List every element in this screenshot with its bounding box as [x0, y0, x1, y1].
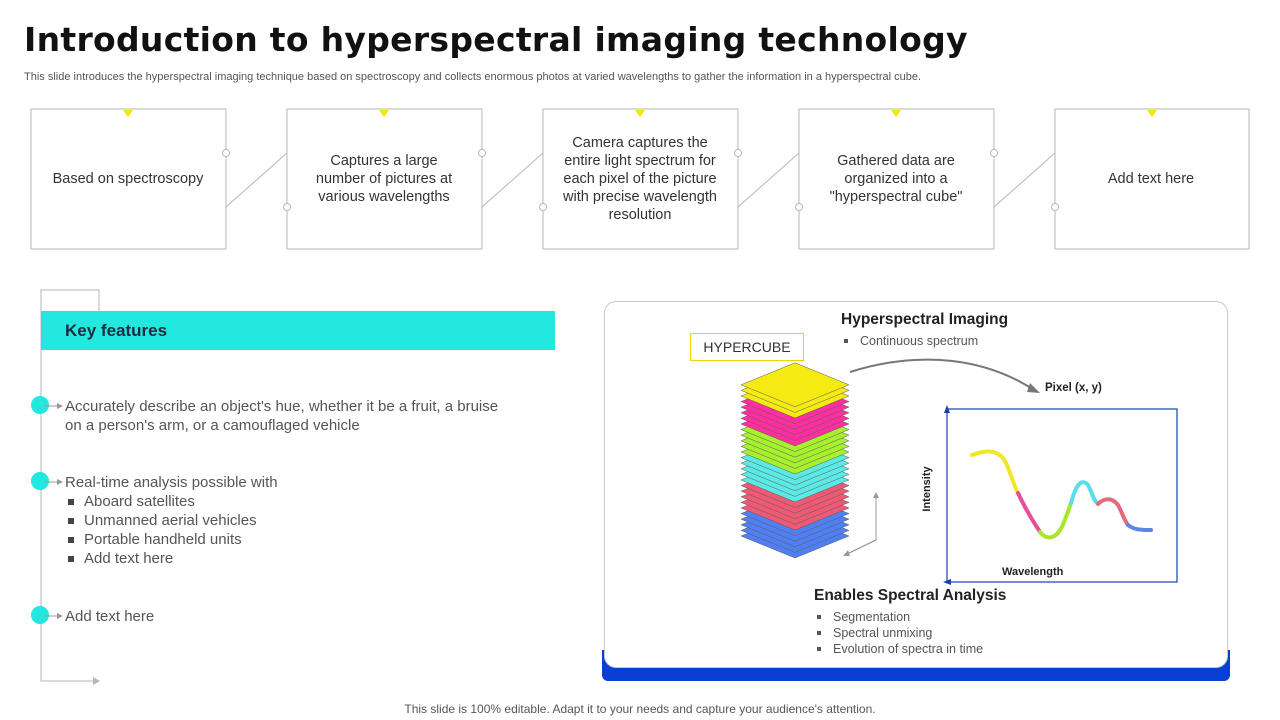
step-text-4: Gathered data are organized into a "hype…: [829, 153, 963, 205]
key-features-header: Key features: [41, 311, 555, 350]
step-marker-4: [891, 110, 901, 117]
pixel-label: Pixel (x, y): [1045, 382, 1102, 394]
feature-arrow-1-icon: [44, 403, 63, 409]
process-steps-outline: [30, 108, 1250, 250]
esa-bullet-item: Segmentation: [814, 609, 983, 625]
feature-sub-item: Add text here: [65, 549, 505, 568]
step-box-5: [1054, 108, 1250, 250]
step-text-2: Captures a large number of pictures at v…: [315, 153, 453, 205]
feature-arrow-3-icon: [44, 613, 63, 619]
feature-sub-list: Aboard satellites Unmanned aerial vehicl…: [65, 492, 505, 568]
y-axis-label: Intensity: [921, 466, 933, 512]
key-features-bracket: [40, 289, 100, 685]
hypercube-label: HYPERCUBE: [690, 333, 804, 361]
footer-note: This slide is 100% editable. Adapt it to…: [404, 702, 876, 716]
feature-text-3: Add text here: [65, 608, 155, 625]
feature-sub-item: Aboard satellites: [65, 492, 505, 511]
esa-title: Enables Spectral Analysis: [814, 587, 1007, 604]
feature-bullet-dot-1: [31, 396, 49, 414]
step-marker-5: [1147, 110, 1157, 117]
step-box-3: [542, 108, 739, 250]
feature-sub-item: Portable handheld units: [65, 530, 505, 549]
feature-bullet-dot-3: [31, 606, 49, 624]
page-subtitle: This slide introduces the hyperspectral …: [24, 71, 922, 83]
key-features-title: Key features: [65, 321, 168, 340]
feature-text-2: Real-time analysis possible with: [65, 474, 278, 491]
hsi-bullet-item: Continuous spectrum: [841, 333, 978, 349]
step-marker-1: [123, 110, 133, 117]
step-marker-2: [379, 110, 389, 117]
step-text-3: Camera captures the entire light spectru…: [563, 135, 717, 223]
step-box-2: [286, 108, 483, 250]
step-box-4: [798, 108, 995, 250]
feature-item-2: Real-time analysis possible with Aboard …: [65, 473, 505, 568]
feature-sub-item: Unmanned aerial vehicles: [65, 511, 505, 530]
esa-bullet-item: Evolution of spectra in time: [814, 641, 983, 657]
feature-bullet-dot-2: [31, 472, 49, 490]
feature-text-1: Accurately describe an object's hue, whe…: [65, 398, 499, 434]
hsi-bullets: Continuous spectrum: [841, 333, 978, 349]
step-marker-3: [635, 110, 645, 117]
step-text-5: Add text here: [1107, 171, 1195, 187]
hsi-title: Hyperspectral Imaging: [841, 311, 1009, 328]
esa-bullets: Segmentation Spectral unmixing Evolution…: [814, 609, 983, 657]
feature-arrow-2-icon: [44, 479, 63, 485]
esa-bullet-item: Spectral unmixing: [814, 625, 983, 641]
step-text-1: Based on spectroscopy: [52, 171, 204, 187]
step-box-1: [30, 108, 227, 250]
x-axis-label: Wavelength: [1002, 566, 1064, 578]
page-title: Introduction to hyperspectral imaging te…: [24, 20, 968, 59]
